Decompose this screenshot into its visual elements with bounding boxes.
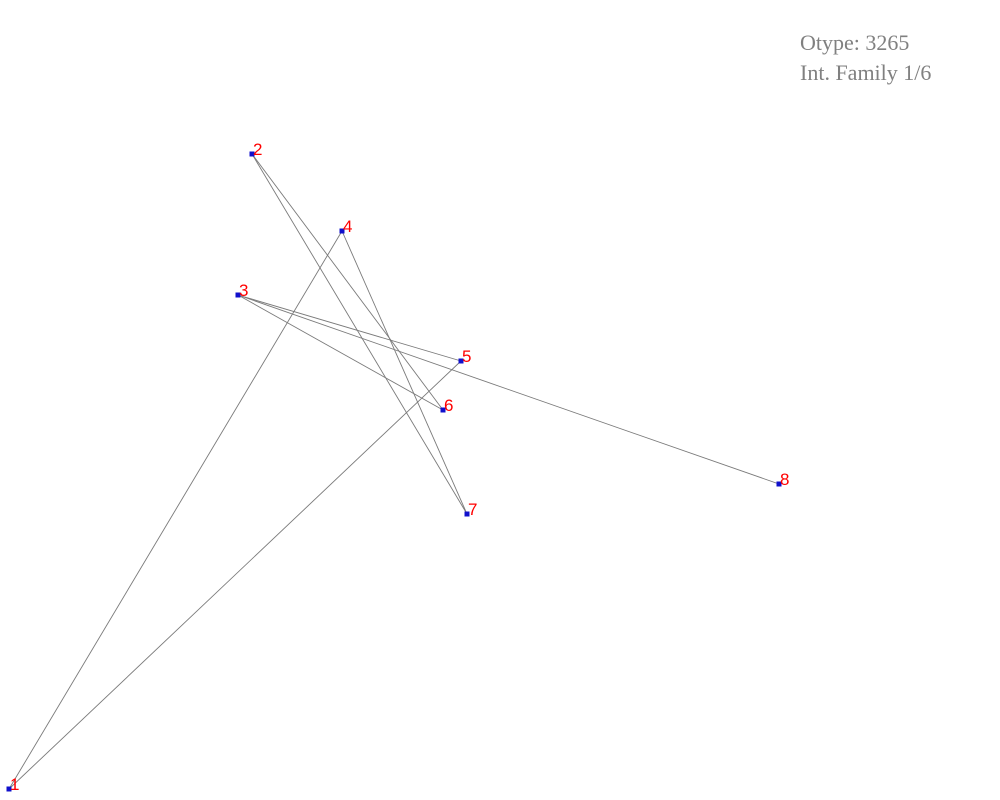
edge-1-5	[8, 360, 462, 790]
labels-group: 1 2 3 4 5 6 7 8	[10, 140, 789, 794]
edge-3-5	[237, 294, 462, 362]
point-label-3: 3	[239, 281, 248, 300]
point-label-8: 8	[780, 470, 789, 489]
family-text: Int. Family 1/6	[800, 60, 932, 85]
edge-4-7	[341, 230, 468, 515]
edges-group	[8, 153, 780, 790]
point-marker-5	[458, 358, 464, 364]
point-marker-1	[6, 786, 12, 792]
edge-2-6	[251, 153, 444, 411]
point-label-5: 5	[462, 347, 471, 366]
info-panel: Otype: 3265 Int. Family 1/6	[800, 28, 931, 88]
point-marker-7	[464, 511, 470, 517]
point-label-6: 6	[444, 396, 453, 415]
point-marker-3	[235, 292, 241, 298]
points-group	[6, 151, 782, 792]
point-label-7: 7	[468, 500, 477, 519]
edge-3-8	[237, 294, 780, 485]
point-label-1: 1	[10, 775, 19, 794]
edge-2-7	[251, 153, 468, 515]
edge-1-4	[8, 230, 343, 790]
point-marker-2	[249, 151, 255, 157]
otype-text: Otype: 3265	[800, 30, 910, 55]
point-marker-6	[440, 407, 446, 413]
point-marker-8	[776, 481, 782, 487]
point-label-4: 4	[343, 217, 352, 236]
edge-3-6	[237, 294, 444, 411]
point-marker-4	[339, 228, 345, 234]
point-label-2: 2	[253, 140, 262, 159]
